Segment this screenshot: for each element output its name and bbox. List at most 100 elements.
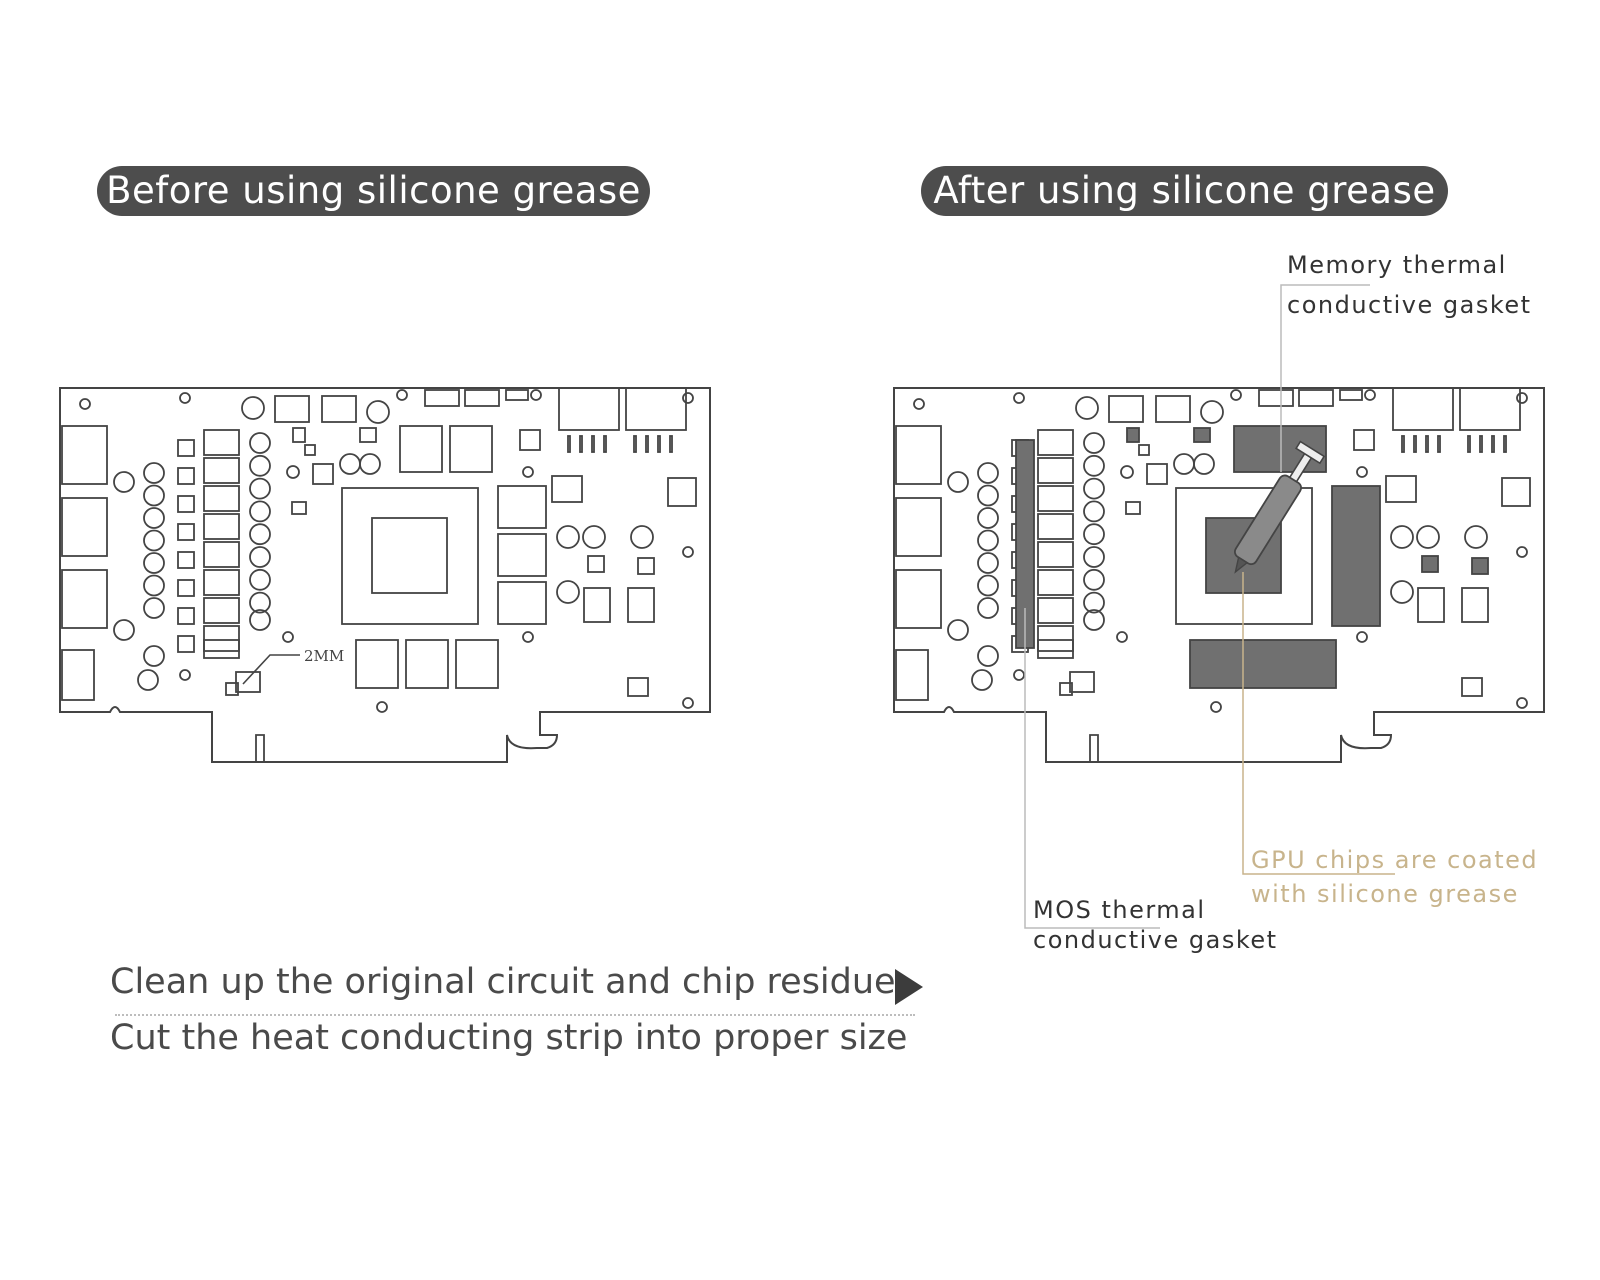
connector-pin <box>579 435 583 453</box>
component-block <box>1417 587 1445 623</box>
capacitor <box>971 669 993 691</box>
mounting-hole <box>376 701 388 713</box>
mos-leader-line <box>1024 608 1160 929</box>
step-clean-residue: Clean up the original circuit and chip r… <box>110 962 896 1002</box>
smd-component <box>1138 444 1150 456</box>
via <box>286 465 300 479</box>
component-block <box>1108 395 1144 423</box>
dimension-leader <box>242 654 300 685</box>
connector-pin <box>1491 435 1495 453</box>
capacitor <box>1416 525 1440 549</box>
io-port <box>895 425 942 485</box>
mounting-hole <box>682 546 694 558</box>
mounting-hole <box>1356 466 1368 478</box>
smd-component <box>1421 555 1439 573</box>
mounting-hole <box>913 398 925 410</box>
smd-component <box>177 579 195 597</box>
smd-component <box>637 557 655 575</box>
smd-component <box>312 463 334 485</box>
capacitor <box>143 645 165 667</box>
mounting-hole <box>1516 392 1528 404</box>
power-connector <box>1459 387 1521 431</box>
capacitor <box>1083 609 1105 631</box>
connector-pin <box>657 435 661 453</box>
component-block <box>627 587 655 623</box>
smd-component <box>1125 501 1141 515</box>
board-after <box>893 387 1545 763</box>
capacitor <box>977 574 999 597</box>
smd-component <box>1461 677 1483 697</box>
io-port <box>61 425 108 485</box>
board-outline <box>59 387 711 763</box>
memory-chip <box>399 425 443 473</box>
mounting-hole <box>1364 389 1376 401</box>
capacitor <box>249 609 271 631</box>
smd-component <box>292 427 306 443</box>
gpu-package <box>341 487 479 625</box>
capacitor <box>1075 396 1099 420</box>
component-block <box>1339 389 1363 401</box>
capacitor <box>249 500 271 523</box>
component-block <box>583 587 611 623</box>
inductor <box>1037 485 1074 512</box>
mounting-hole <box>1013 669 1025 681</box>
io-port <box>895 649 929 701</box>
capacitor <box>143 574 165 597</box>
memory-chip <box>497 485 547 529</box>
memory-thermal-gasket <box>1331 485 1381 627</box>
mounting-hole <box>1230 389 1242 401</box>
smd-component <box>1353 429 1375 451</box>
capacitor <box>977 529 999 552</box>
gpu-package <box>1175 487 1313 625</box>
smd-component <box>627 677 649 697</box>
capacitor <box>1083 500 1105 523</box>
inductor <box>203 429 240 456</box>
component-block <box>1298 389 1334 407</box>
gpu-leader-line <box>1242 572 1395 875</box>
inductor <box>1037 429 1074 456</box>
dimension-label: 2MM <box>304 647 344 665</box>
syringe-icon <box>1234 440 1326 574</box>
memory-gasket-callout: Memory thermal conductive gasket <box>1287 245 1532 325</box>
mounting-hole <box>682 697 694 709</box>
capacitor <box>249 477 271 500</box>
capacitor <box>249 454 271 477</box>
inductor <box>1037 639 1074 659</box>
connector-pin <box>633 435 637 453</box>
capacitor <box>582 525 606 549</box>
component-block <box>1385 475 1417 503</box>
component-block <box>274 395 310 423</box>
memory-chip <box>497 533 547 577</box>
capacitor <box>113 619 135 641</box>
capacitor <box>241 396 265 420</box>
smd-component <box>177 467 195 485</box>
connector-pin <box>1503 435 1507 453</box>
memory-thermal-gasket <box>1189 639 1337 689</box>
mounting-hole <box>79 398 91 410</box>
capacitor <box>1083 432 1105 454</box>
connector-pin <box>669 435 673 453</box>
gpu-grease-callout: GPU chips are coated with silicone greas… <box>1251 843 1538 911</box>
capacitor <box>359 453 381 475</box>
syringe-grip <box>1295 440 1326 465</box>
capacitor <box>143 462 165 484</box>
capacitor <box>1193 453 1215 475</box>
smd-component <box>587 555 605 573</box>
capacitor <box>1083 546 1105 568</box>
connector-pin <box>1437 435 1441 453</box>
component-block <box>505 389 529 401</box>
connector-pin <box>645 435 649 453</box>
inductor <box>1037 569 1074 596</box>
capacitor <box>1083 477 1105 500</box>
capacitor <box>366 400 390 424</box>
power-connector <box>1392 387 1454 431</box>
capacitor <box>1083 454 1105 477</box>
capacitor <box>556 525 580 549</box>
inductor <box>203 625 240 652</box>
connector-pin <box>1425 435 1429 453</box>
io-port <box>61 569 108 629</box>
capacitor <box>977 552 999 574</box>
mounting-hole <box>1356 631 1368 643</box>
connector-pin <box>567 435 571 453</box>
capacitor <box>143 507 165 529</box>
